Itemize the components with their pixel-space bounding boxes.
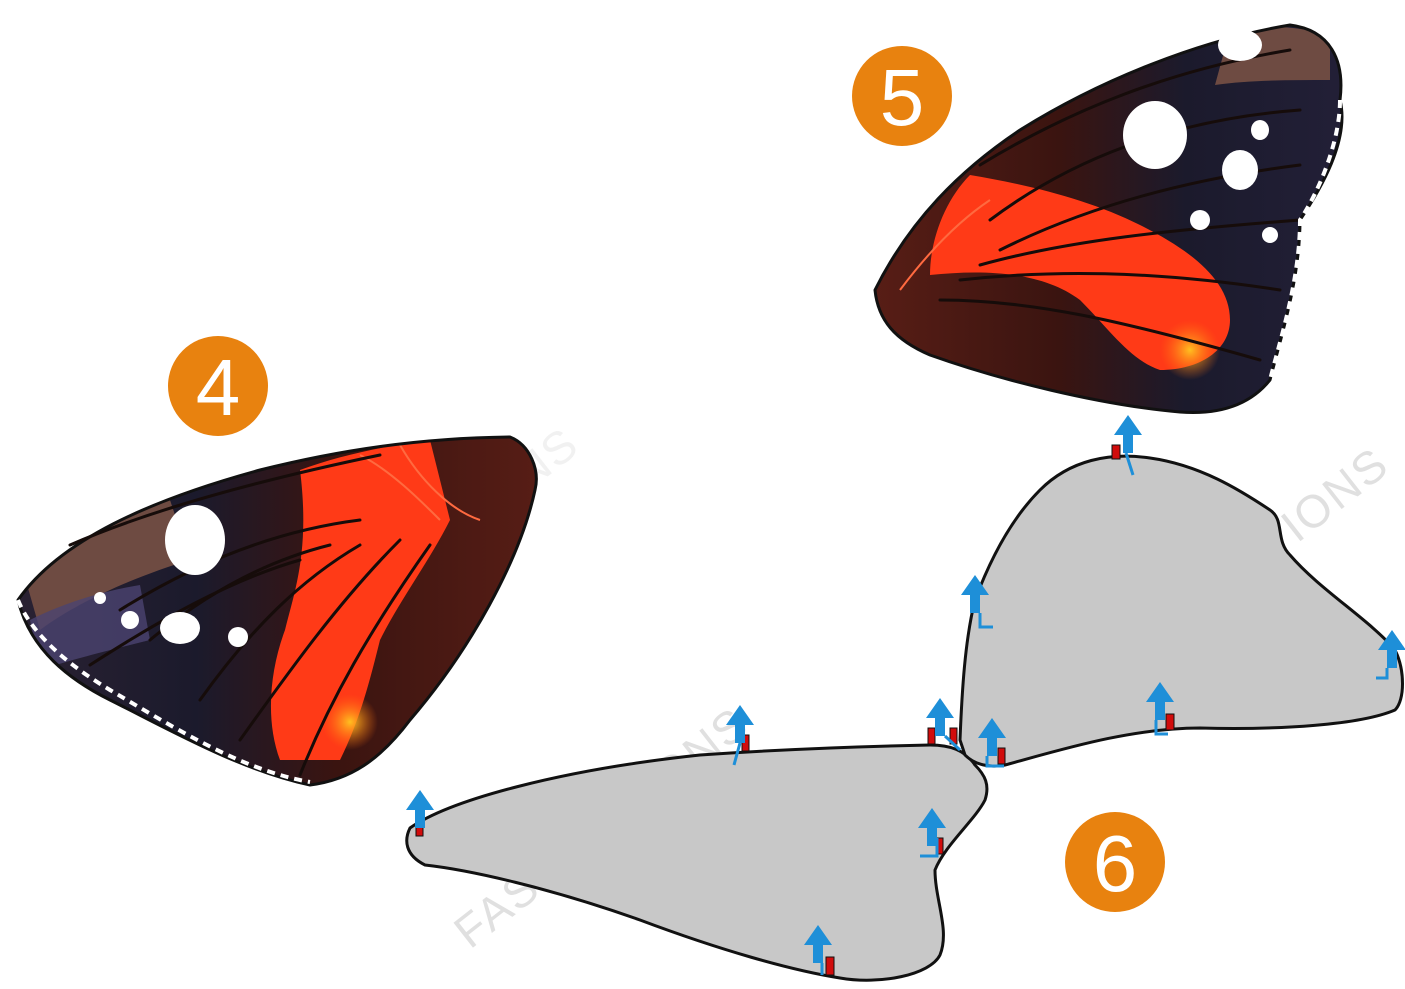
forewing-left [0, 420, 560, 800]
step-number: 6 [1093, 819, 1138, 908]
pin-marker [926, 698, 960, 750]
step-badge-4: 4 [168, 336, 268, 436]
step-badge-6: 6 [1065, 812, 1165, 912]
step-number: 4 [196, 343, 241, 432]
wing-base-template [407, 456, 1403, 980]
base-left-lobe [407, 745, 987, 980]
step-badge-5: 5 [852, 46, 952, 146]
step-number: 5 [880, 53, 925, 142]
